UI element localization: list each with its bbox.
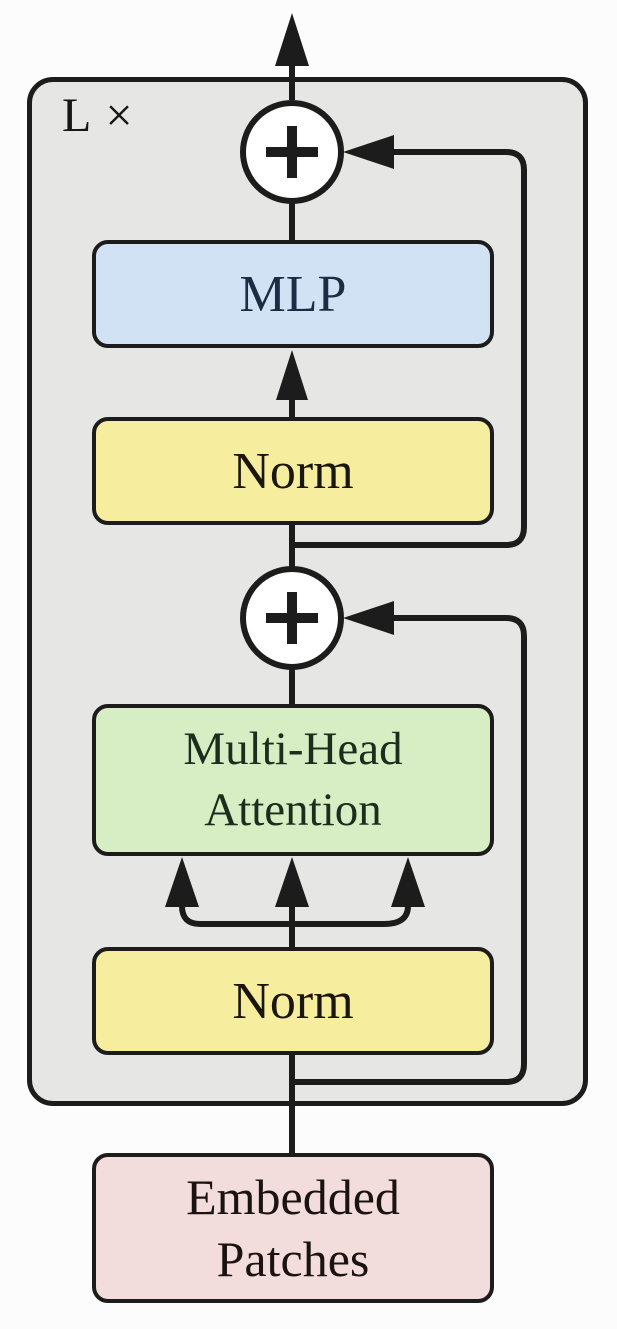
norm-bottom-label: Norm bbox=[232, 972, 354, 1030]
multi-head-attention-label-line2: Attention bbox=[204, 784, 382, 836]
into-add-top-arrowhead bbox=[343, 135, 394, 169]
embedded-patches-label-line1: Embedded bbox=[186, 1169, 400, 1225]
fork-bar bbox=[179, 899, 411, 927]
embedded-patches-label-line2: Patches bbox=[216, 1231, 370, 1287]
add-bottom-node bbox=[240, 566, 344, 670]
qkv-right-arrowhead bbox=[391, 857, 425, 907]
add-operators bbox=[240, 100, 344, 670]
into-mlp-arrowhead bbox=[276, 350, 308, 400]
norm-top-label: Norm bbox=[232, 442, 354, 500]
norm-bottom-node: Norm bbox=[92, 947, 494, 1055]
qkv-center-arrowhead bbox=[275, 857, 309, 907]
residual-skip-bottom-path bbox=[292, 615, 527, 1085]
arrowheads bbox=[165, 13, 425, 907]
norm-top-node: Norm bbox=[92, 417, 494, 525]
output-arrowhead bbox=[275, 13, 309, 66]
mlp-label: MLP bbox=[239, 265, 347, 323]
plus-icon bbox=[266, 592, 318, 644]
embedded-patches-node: Embedded Patches bbox=[92, 1153, 494, 1303]
qkv-left-arrowhead bbox=[165, 857, 199, 907]
multi-head-attention-node: Multi-Head Attention bbox=[92, 704, 494, 856]
connector-lines bbox=[179, 66, 527, 1155]
plus-icon bbox=[266, 126, 318, 178]
multi-head-attention-label-line1: Multi-Head bbox=[183, 723, 403, 775]
add-top-node bbox=[240, 100, 344, 204]
residual-skip-top-path bbox=[292, 149, 527, 548]
into-add-bottom-arrowhead bbox=[343, 601, 394, 635]
mlp-node: MLP bbox=[92, 240, 494, 348]
repeat-count-label: L × bbox=[62, 89, 135, 142]
